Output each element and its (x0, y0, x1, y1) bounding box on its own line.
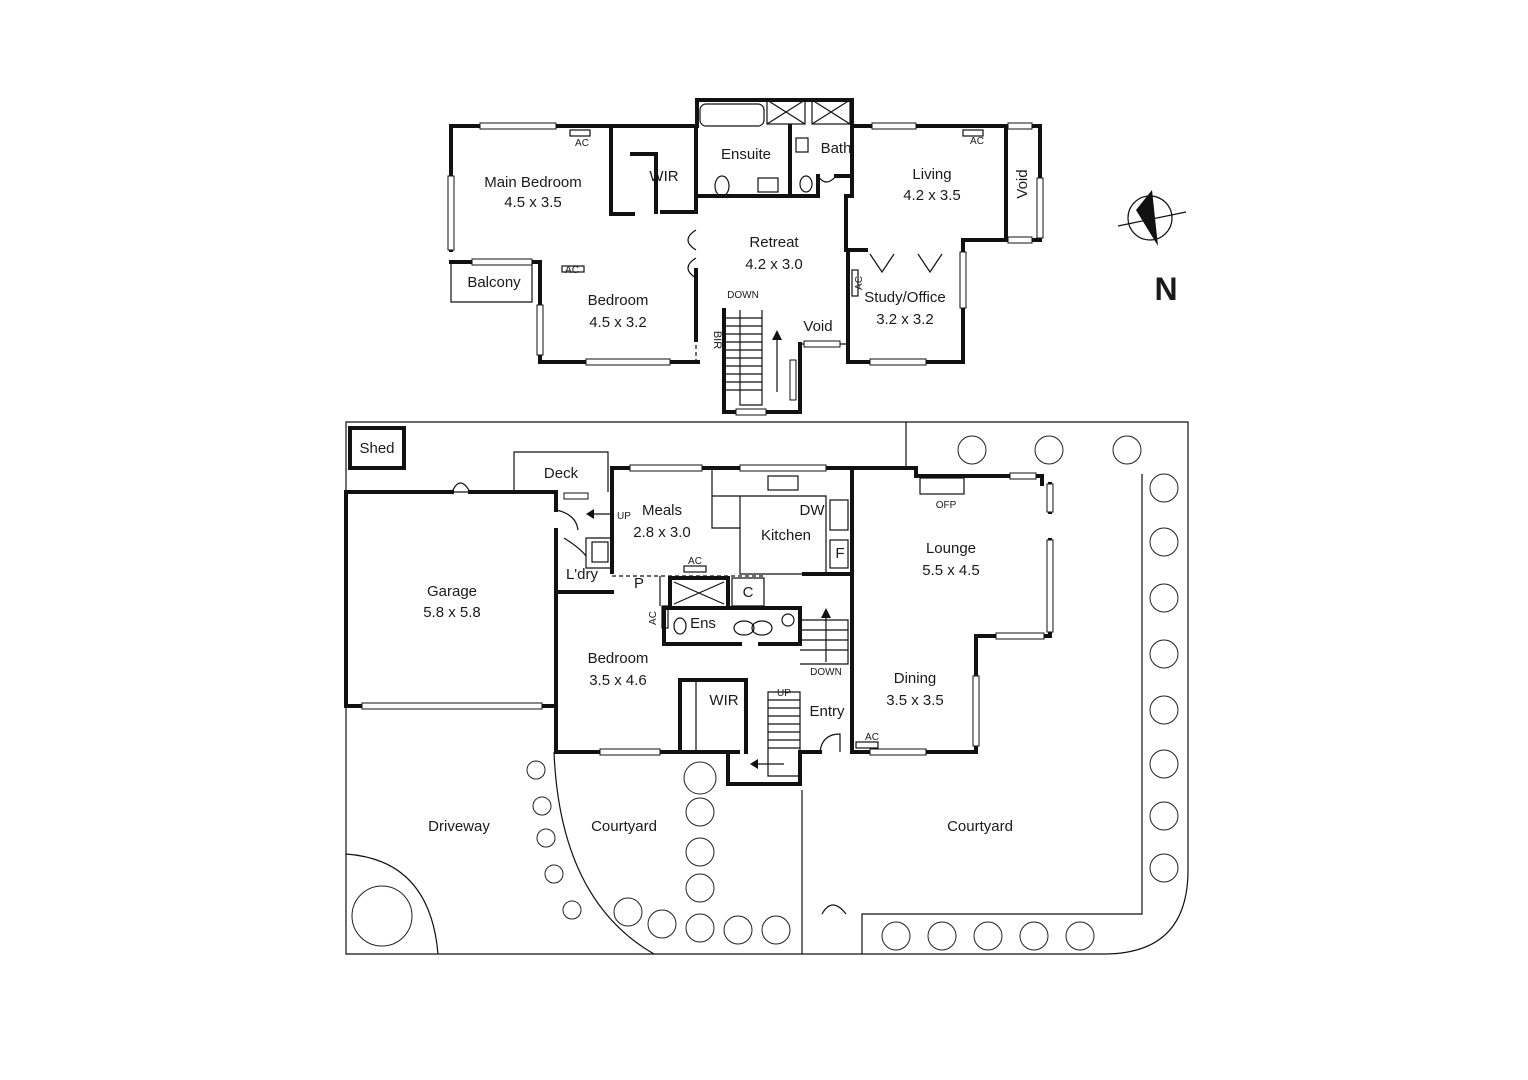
kitchen-name: Kitchen (761, 527, 811, 544)
ac-label-bedroom: AC (565, 265, 579, 276)
laundry-name: L'dry (566, 566, 599, 583)
void-stair-name: Void (803, 318, 832, 335)
ground-bedroom-dims: 3.5 x 4.6 (589, 672, 647, 689)
main-bedroom-name: Main Bedroom (484, 174, 582, 191)
courtyard-east-name: Courtyard (947, 818, 1013, 835)
living-name: Living (912, 166, 951, 183)
dishwasher-label: DW (800, 502, 826, 519)
meals-dims: 2.8 x 3.0 (633, 524, 691, 541)
ac-label-living: AC (970, 136, 984, 147)
bir-name: BIR (711, 331, 723, 349)
entry-name: Entry (809, 703, 845, 720)
ground-bedroom-name: Bedroom (588, 650, 649, 667)
garage-name: Garage (427, 583, 477, 600)
ground-floor-labels: Shed Deck Meals 2.8 x 3.0 Kitchen Lounge… (359, 440, 1012, 835)
garage-dims: 5.8 x 5.8 (423, 604, 481, 621)
upper-floor (447, 98, 1044, 416)
retreat-dims: 4.2 x 3.0 (745, 256, 803, 273)
ens-name: Ens (690, 615, 716, 632)
compass: N (1117, 190, 1187, 307)
balcony-name: Balcony (467, 274, 521, 291)
meals-name: Meals (642, 502, 682, 519)
ac-label-study: AC (854, 276, 865, 290)
upper-wir-name: WIR (649, 168, 678, 185)
trees (351, 435, 1179, 951)
ac-label-meals: AC (688, 556, 702, 567)
deck-name: Deck (544, 465, 579, 482)
cupboard-name: C (743, 584, 754, 601)
retreat-name: Retreat (749, 234, 799, 251)
bath-name: Bath (821, 140, 852, 157)
upper-bedroom-name: Bedroom (588, 292, 649, 309)
shed-name: Shed (359, 440, 394, 457)
compass-letter: N (1154, 271, 1177, 307)
ac-label-ensuite: AC (648, 611, 659, 625)
ground-up-label-laundry: UP (617, 511, 631, 522)
ground-down-label: DOWN (810, 667, 842, 678)
lounge-name: Lounge (926, 540, 976, 557)
ac-label-dining: AC (865, 732, 879, 743)
upper-bedroom-dims: 4.5 x 3.2 (589, 314, 647, 331)
ac-label-main-bedroom: AC (575, 138, 589, 149)
pantry-name: P (634, 575, 644, 592)
upper-down-label: DOWN (727, 290, 759, 301)
ground-up-label-stair: UP (777, 688, 791, 699)
dining-dims: 3.5 x 3.5 (886, 692, 944, 709)
living-dims: 4.2 x 3.5 (903, 187, 961, 204)
dining-name: Dining (894, 670, 937, 687)
ofp-label: OFP (936, 500, 957, 511)
void-living-name: Void (1014, 169, 1031, 198)
north-arrow-icon (1136, 190, 1158, 246)
fridge-label: F (835, 545, 844, 562)
ground-floor (344, 421, 1189, 955)
ensuite-name: Ensuite (721, 146, 771, 163)
main-bedroom-dims: 4.5 x 3.5 (504, 194, 562, 211)
study-office-name: Study/Office (864, 289, 945, 306)
driveway-name: Driveway (428, 818, 490, 835)
study-office-dims: 3.2 x 3.2 (876, 311, 934, 328)
courtyard-west-name: Courtyard (591, 818, 657, 835)
ground-wir-name: WIR (709, 692, 738, 709)
lounge-dims: 5.5 x 4.5 (922, 562, 980, 579)
upper-floor-labels: Main Bedroom 4.5 x 3.5 WIR Ensuite Bath … (467, 136, 1031, 349)
